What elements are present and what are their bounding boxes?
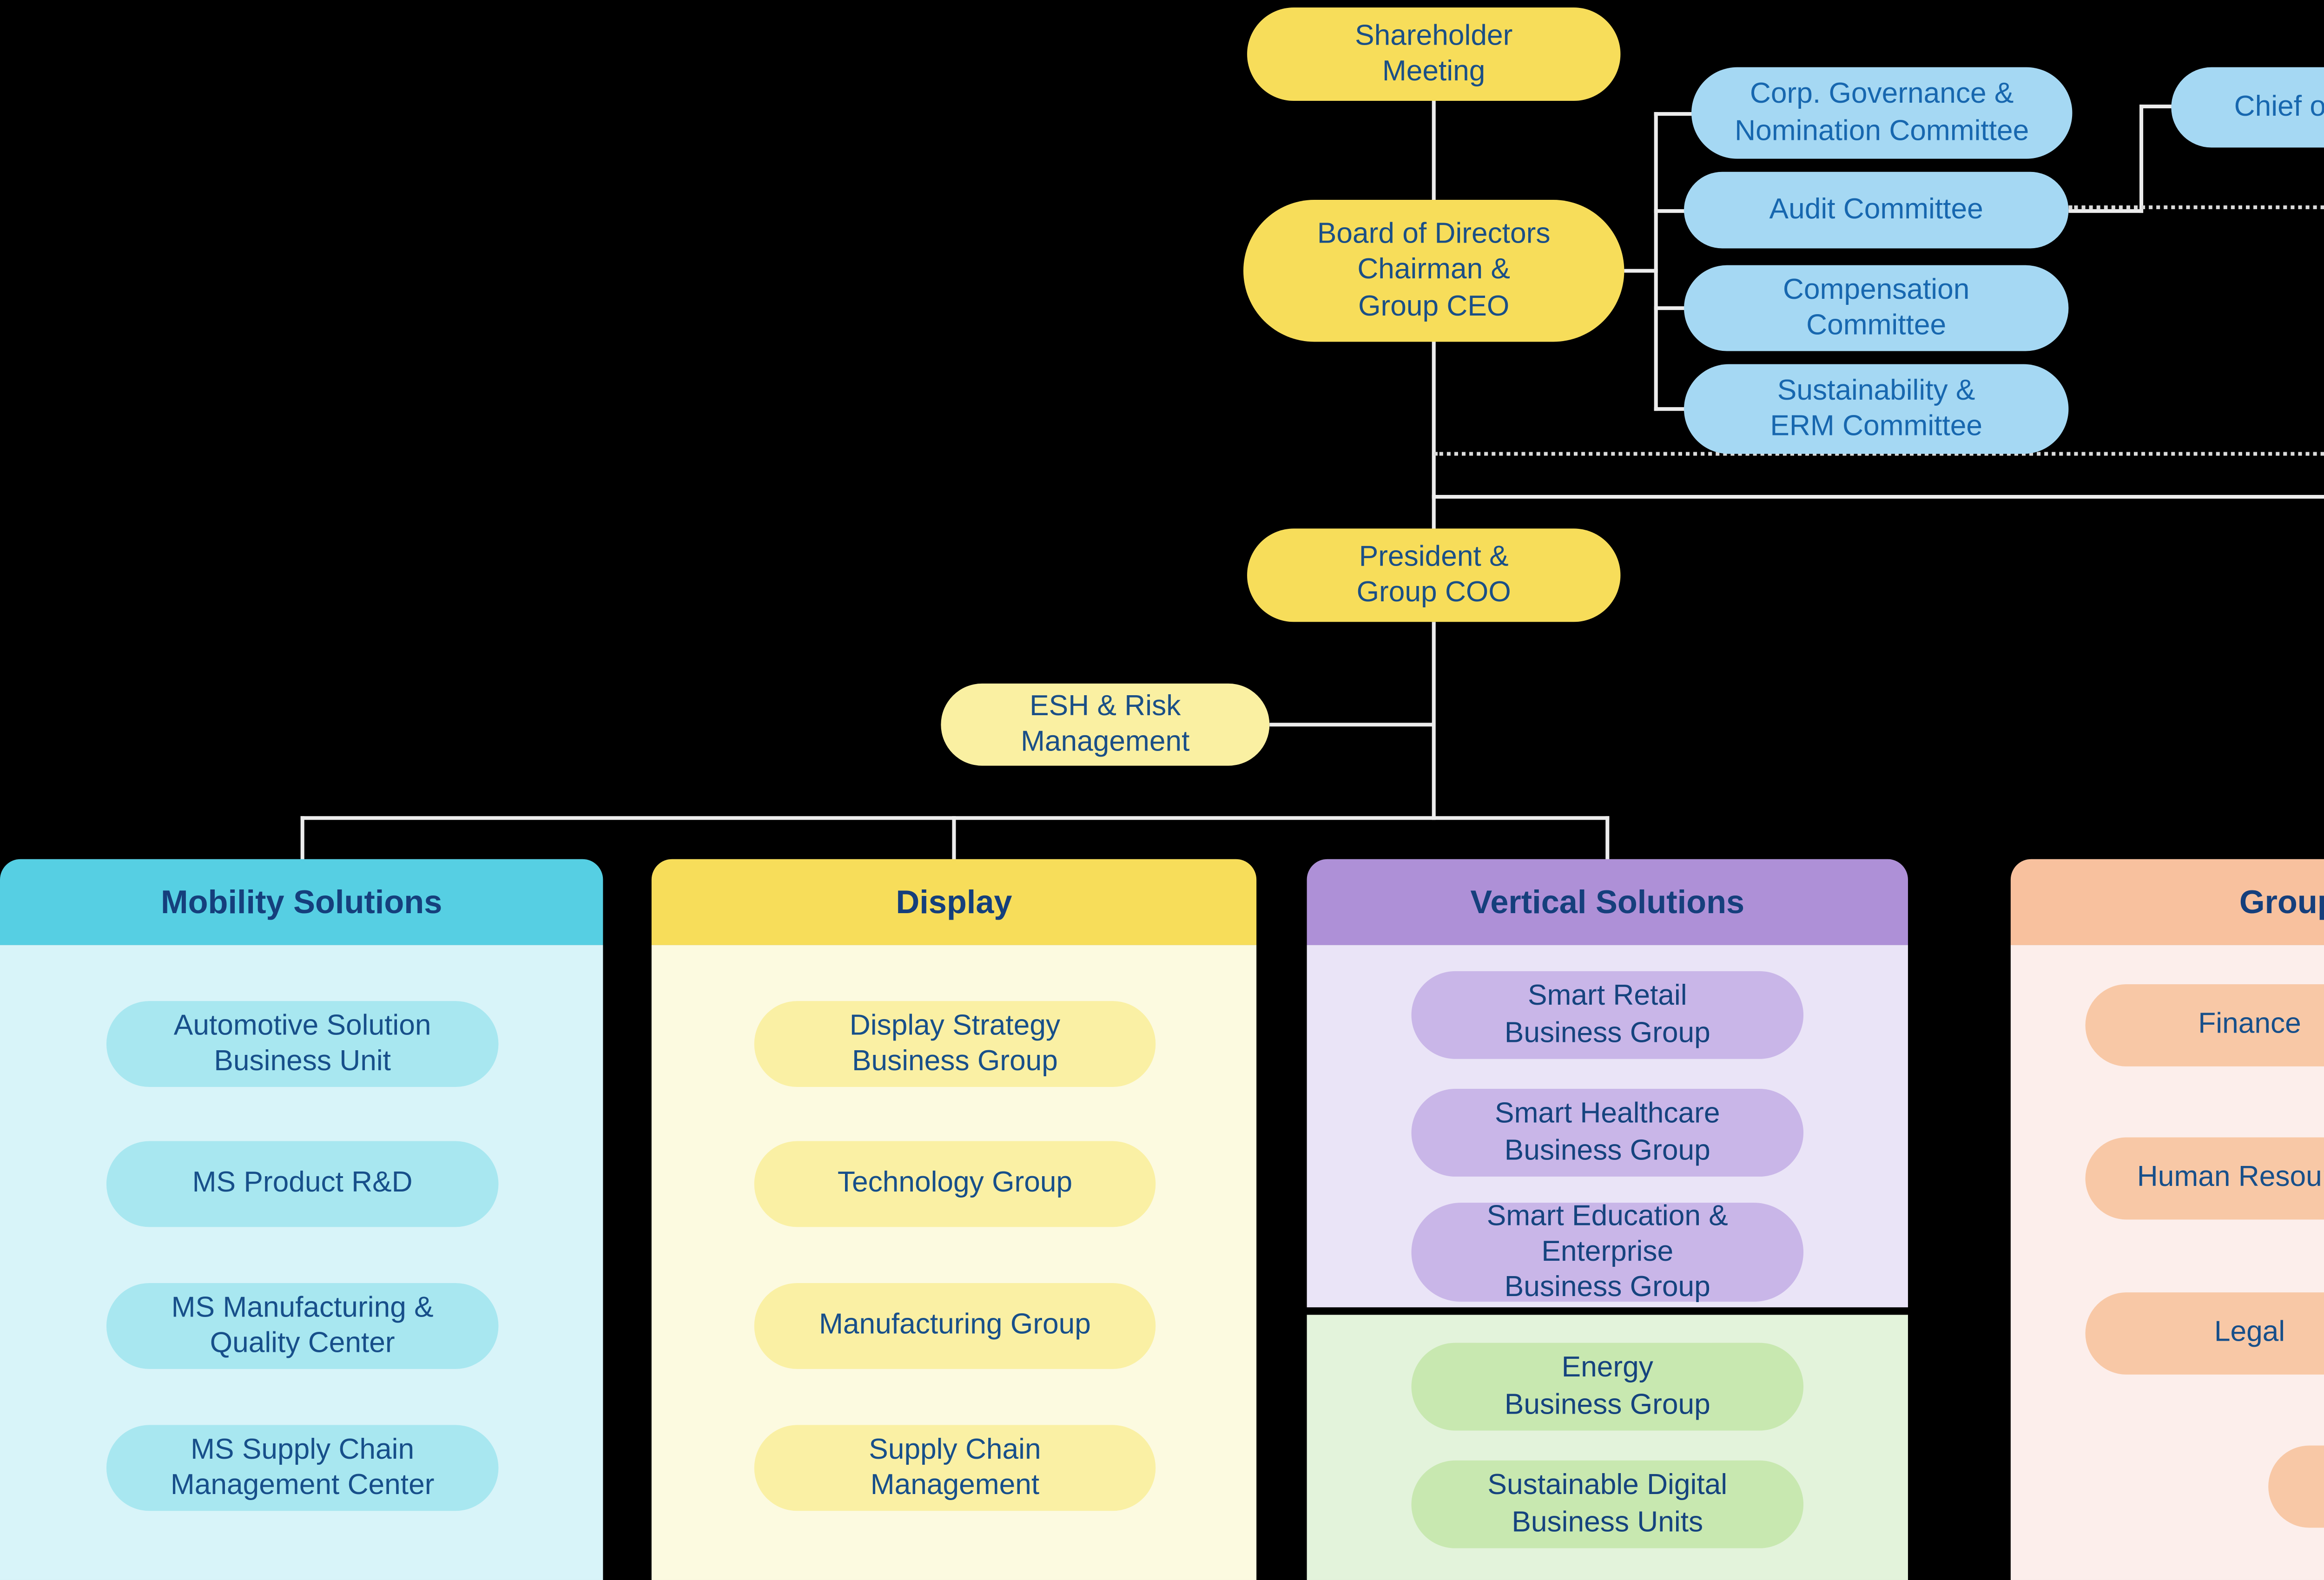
org-unit-human-resource: Human Resource [2085,1137,2324,1220]
node-chief-of-compliance: Chief of Compliance [2171,67,2324,148]
org-unit-smart-retail: Smart Retail Business Group [1411,971,1804,1059]
org-unit-sustainable-digital: Sustainable Digital Business Units [1411,1460,1804,1548]
connector-line [1432,495,2324,499]
connector-line [1432,622,1436,820]
org-unit-display-strategy: Display Strategy Business Group [754,1001,1156,1087]
org-unit-technology-group: Technology Group [754,1141,1156,1227]
committee-audit: Audit Committee [1684,171,2069,249]
org-unit-supply-chain-management: Supply Chain Management [754,1425,1156,1511]
connector-line [1654,209,1688,213]
connector-line [1432,340,1436,531]
org-unit-smart-healthcare: Smart Healthcare Business Group [1411,1089,1804,1177]
connector-line [1654,112,1696,116]
org-unit-smart-education-enterprise: Smart Education & Enterprise Business Gr… [1411,1200,1804,1304]
division-header-display: Display [651,859,1257,945]
connector-line [2139,105,2144,213]
connector-line [1624,269,1658,273]
dotted-connector [1433,452,2324,456]
division-header-vertical: Vertical Solutions [1307,859,1908,945]
connector-line [2139,105,2173,109]
node-president-group-coo: President & Group COO [1247,528,1621,622]
connector-line [2068,209,2144,213]
org-unit-automotive-solution: Automotive Solution Business Unit [106,1001,499,1087]
connector-line [1605,816,1610,861]
connector-line [300,816,304,861]
connector-line [1432,101,1436,202]
org-unit-ms-manufacturing-quality: MS Manufacturing & Quality Center [106,1283,499,1369]
org-unit-ms-product-rd: MS Product R&D [106,1141,499,1227]
division-header-infrastructure: Group Infrastructure Unit [2010,859,2324,945]
division-header-mobility: Mobility Solutions [0,859,603,945]
connector-line [1654,112,1658,411]
connector-line [952,816,956,861]
org-unit-energy: Energy Business Group [1411,1343,1804,1431]
org-unit-ms-supply-chain: MS Supply Chain Management Center [106,1425,499,1511]
node-shareholder-meeting: Shareholder Meeting [1247,7,1621,101]
committee-sustainability-erm: Sustainability & ERM Committee [1684,364,2069,454]
org-unit-manufacturing-group: Manufacturing Group [754,1283,1156,1369]
committee-compensation: Compensation Committee [1684,265,2069,351]
node-board-of-directors: Board of Directors Chairman & Group CEO [1243,200,1624,342]
org-unit-legal: Legal [2085,1292,2324,1375]
node-esh-risk-management: ESH & Risk Management [941,683,1270,766]
committee-corp-governance-nomination: Corp. Governance & Nomination Committee [1691,67,2073,159]
connector-line [1269,723,1434,727]
connector-line [1654,407,1688,411]
dotted-connector [2068,205,2324,210]
org-unit-finance: Finance [2085,984,2324,1066]
connector-line [1654,306,1688,310]
